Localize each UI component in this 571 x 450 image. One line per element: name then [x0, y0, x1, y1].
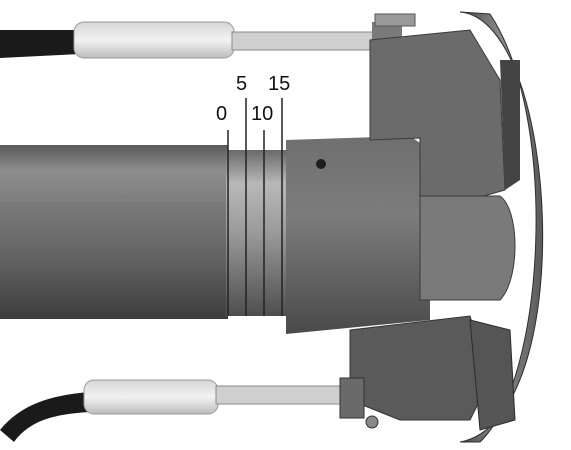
scale-label-5: 5 [236, 73, 248, 95]
scale-label-0: 0 [216, 103, 228, 125]
tube [0, 145, 228, 319]
housing [286, 29, 516, 429]
bottom-cable-sleeve [83, 379, 219, 415]
scale-label-10: 10 [251, 103, 274, 125]
top-cable-sleeve [73, 21, 235, 59]
scale-label-15: 15 [268, 73, 291, 95]
graduated-ring [226, 98, 288, 316]
flange [459, 11, 544, 443]
housing-screw-hole [316, 159, 326, 169]
